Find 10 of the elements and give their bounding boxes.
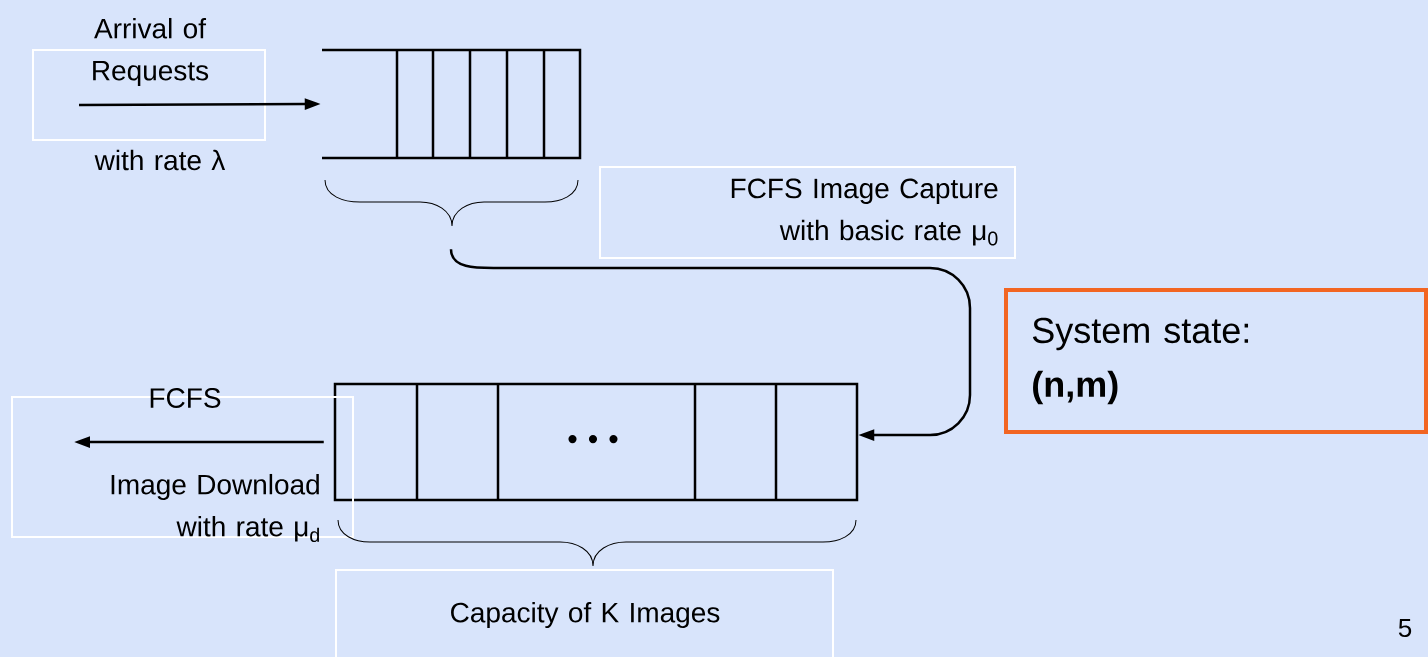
arrow: [449, 248, 972, 441]
page-number: 5: [1398, 618, 1412, 638]
buffer-drawing: • • •: [333, 382, 859, 502]
node-label: with rate λ: [94, 149, 226, 171]
node-label: Arrival of: [94, 17, 207, 39]
label-box: Capacity of K Images: [335, 569, 834, 657]
queue-drawing: [322, 48, 582, 160]
state-box: System state: (n,m): [1004, 288, 1428, 434]
input-box: Arrival of Requests with rate λ: [32, 17, 266, 171]
label-box: FCFS Image Capture with basic rate μ$_{0}$: [599, 166, 1016, 259]
